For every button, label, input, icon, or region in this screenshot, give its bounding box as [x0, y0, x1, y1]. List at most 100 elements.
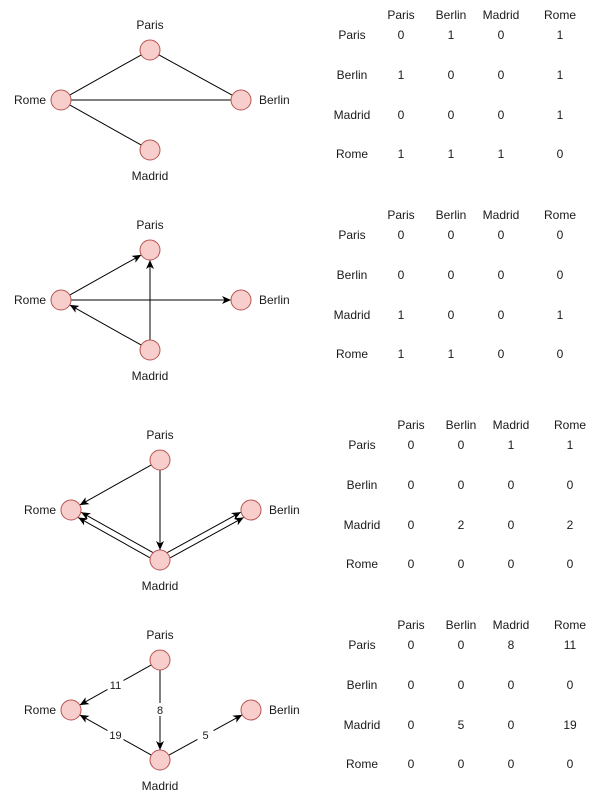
- node-label-madrid: Madrid: [142, 779, 179, 793]
- matrix-column-header: Madrid: [493, 618, 530, 632]
- matrix-cell: 1: [448, 147, 455, 161]
- node-label-paris: Paris: [136, 18, 163, 32]
- matrix-column-header: Berlin: [436, 208, 467, 222]
- matrix-row-header: Rome: [346, 557, 378, 571]
- edge-madrid-to-berlin: [169, 517, 244, 559]
- matrix-cell: 2: [458, 518, 465, 532]
- matrix-row-header: Rome: [336, 147, 368, 161]
- node-madrid: [139, 139, 161, 161]
- matrix-column-header: Rome: [554, 418, 586, 432]
- matrix-cell: 0: [458, 638, 465, 652]
- matrix-row-header: Paris: [348, 638, 375, 652]
- matrix-cell: 1: [557, 28, 564, 42]
- matrix-cell: 0: [408, 757, 415, 771]
- matrix-cell: 0: [498, 347, 505, 361]
- node-rome: [50, 289, 72, 311]
- matrix-row-header: Paris: [348, 438, 375, 452]
- matrix-cell: 0: [448, 108, 455, 122]
- matrix-cell: 0: [398, 28, 405, 42]
- matrix-cell: 0: [448, 68, 455, 82]
- matrix-cell: 0: [458, 438, 465, 452]
- matrix-cell: 2: [567, 518, 574, 532]
- matrix-cell: 0: [567, 557, 574, 571]
- matrix-cell: 1: [398, 308, 405, 322]
- matrix-cell: 0: [408, 678, 415, 692]
- node-label-rome: Rome: [14, 93, 46, 107]
- edge-madrid-to-rome: [80, 511, 153, 553]
- matrix-cell: 0: [498, 108, 505, 122]
- node-paris: [149, 449, 171, 471]
- edge-rome-to-madrid: [69, 104, 142, 146]
- matrix-row-header: Rome: [336, 347, 368, 361]
- node-rome: [60, 699, 82, 721]
- matrix-cell: 0: [498, 28, 505, 42]
- matrix-column-header: Madrid: [483, 208, 520, 222]
- matrix-cell: 0: [458, 678, 465, 692]
- edge-paris-to-berlin: [158, 54, 233, 96]
- node-berlin: [240, 699, 262, 721]
- matrix-cell: 0: [498, 228, 505, 242]
- matrix-cell: 0: [458, 478, 465, 492]
- matrix-cell: 0: [408, 518, 415, 532]
- matrix-cell: 0: [557, 228, 564, 242]
- node-paris: [139, 239, 161, 261]
- matrix-column-header: Madrid: [493, 418, 530, 432]
- node-label-berlin: Berlin: [269, 503, 300, 517]
- matrix-cell: 0: [458, 557, 465, 571]
- node-berlin: [230, 289, 252, 311]
- node-madrid: [139, 339, 161, 361]
- matrix-cell: 19: [563, 718, 577, 732]
- matrix-cell: 0: [498, 268, 505, 282]
- matrix-cell: 0: [567, 678, 574, 692]
- node-label-rome: Rome: [24, 703, 56, 717]
- matrix-row-header: Berlin: [347, 678, 378, 692]
- matrix-cell: 0: [567, 757, 574, 771]
- edge-madrid-to-rome: [69, 304, 142, 346]
- node-label-madrid: Madrid: [142, 579, 179, 593]
- edge-madrid-to-berlin: [167, 511, 242, 553]
- matrix-cell: 1: [557, 108, 564, 122]
- matrix-column-header: Rome: [554, 618, 586, 632]
- matrix-cell: 0: [398, 228, 405, 242]
- node-berlin: [230, 89, 252, 111]
- matrix-cell: 0: [557, 347, 564, 361]
- matrix-row-header: Madrid: [334, 308, 371, 322]
- matrix-cell: 1: [498, 147, 505, 161]
- matrix-cell: 0: [408, 557, 415, 571]
- matrix-cell: 0: [567, 478, 574, 492]
- matrix-cell: 0: [398, 268, 405, 282]
- matrix-cell: 11: [564, 638, 577, 652]
- node-label-berlin: Berlin: [259, 293, 290, 307]
- node-label-berlin: Berlin: [259, 93, 290, 107]
- matrix-row-header: Berlin: [337, 268, 368, 282]
- edge-weight-bg: [107, 678, 124, 691]
- matrix-column-header: Rome: [544, 208, 576, 222]
- matrix-cell: 0: [508, 757, 515, 771]
- matrix-cell: 8: [508, 638, 515, 652]
- node-label-rome: Rome: [14, 293, 46, 307]
- edge-rome-to-paris: [69, 254, 142, 296]
- matrix-cell: 5: [458, 718, 465, 732]
- node-rome: [50, 89, 72, 111]
- matrix-cell: 0: [448, 268, 455, 282]
- matrix-column-header: Paris: [387, 8, 414, 22]
- matrix-cell: 0: [498, 308, 505, 322]
- edge-paris-to-rome: [79, 464, 152, 506]
- matrix-column-header: Paris: [397, 618, 424, 632]
- matrix-cell: 0: [508, 518, 515, 532]
- node-label-paris: Paris: [146, 628, 173, 642]
- matrix-cell: 0: [508, 478, 515, 492]
- node-berlin: [240, 499, 262, 521]
- node-madrid: [149, 549, 171, 571]
- matrix-cell: 0: [398, 108, 405, 122]
- matrix-cell: 0: [498, 68, 505, 82]
- node-paris: [149, 649, 171, 671]
- matrix-cell: 0: [508, 718, 515, 732]
